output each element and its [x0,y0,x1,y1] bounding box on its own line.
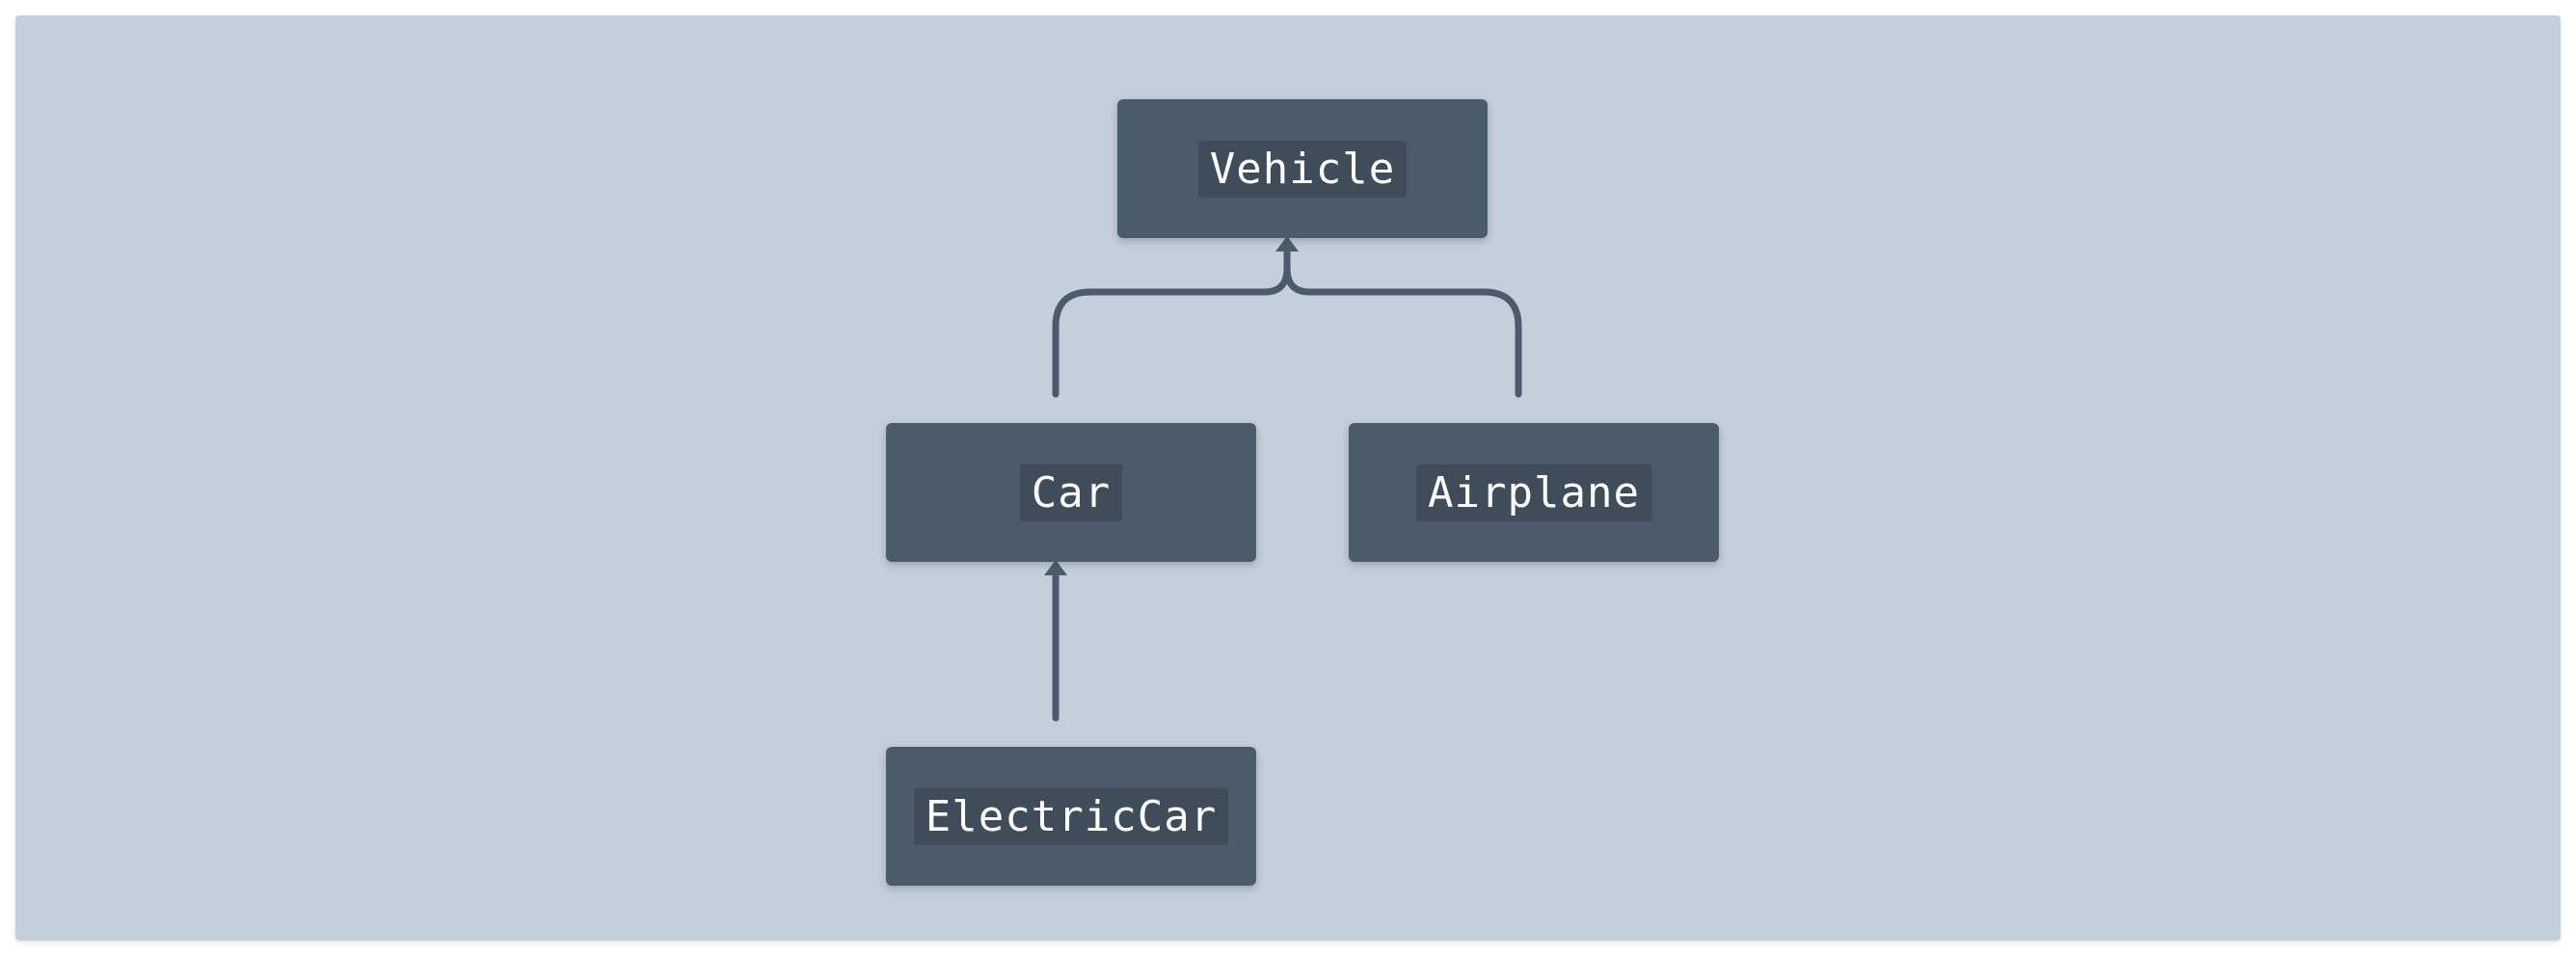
node-airplane[interactable]: Airplane [1349,423,1719,562]
node-label-electriccar: ElectricCar [913,787,1229,845]
edge-car-to-vehicle [1052,243,1291,398]
node-car[interactable]: Car [886,423,1256,562]
node-label-car: Car [1019,464,1123,521]
node-label-airplane: Airplane [1416,464,1651,521]
node-electriccar[interactable]: ElectricCar [886,747,1256,886]
inheritance-edges [1044,236,1522,722]
arrowhead-vehicle [1275,236,1299,252]
node-label-vehicle: Vehicle [1197,140,1408,198]
arrowhead-car [1044,560,1067,575]
node-vehicle[interactable]: Vehicle [1117,99,1488,238]
diagram-canvas: Vehicle Car Airplane ElectricCar [15,15,2561,941]
edge-airplane-to-vehicle [1283,243,1522,398]
